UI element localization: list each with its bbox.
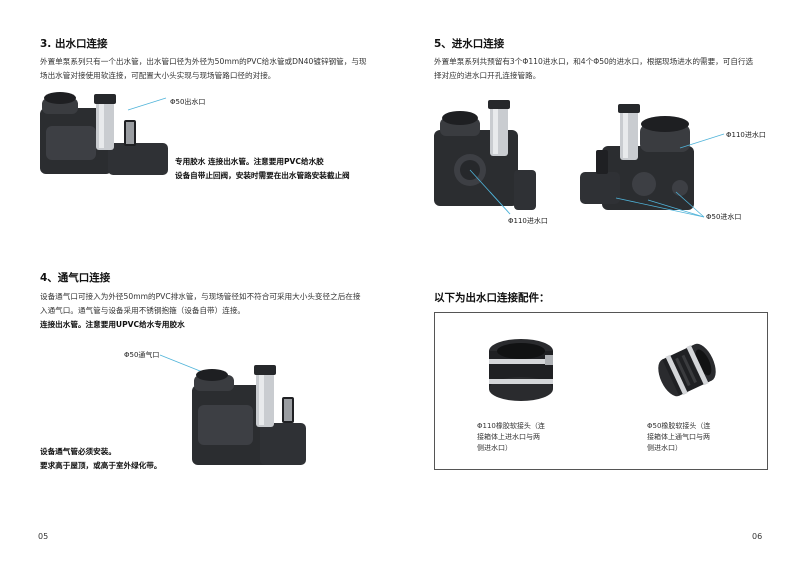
pump-image-outlet [38,88,173,180]
caption-line: 接箱体上进水口与两 [477,433,540,441]
inlet50-label-right: Φ50进水口 [706,213,742,221]
section4-note: 要求高于屋顶，或高于室外绿化带。 [40,461,162,470]
caption-line: Φ50橡胶软接头（连 [647,422,711,430]
outlet-callout-label: Φ50出水口 [170,98,206,106]
section3-body-line: 外置单泵系列只有一个出水管，出水管口径为外径为50mm的PVC给水管或DN40镀… [40,57,367,66]
rubber-coupling-50-image [647,337,727,403]
inlet110-label-left: Φ110进水口 [508,217,548,225]
section3-body-line: 场出水管对接使用软连接，可配置大小头实现与现场管路口径的对接。 [40,71,276,80]
section4-note: 设备通气管必须安装。 [40,447,116,456]
page-number-right: 06 [752,532,763,541]
caption-50: Φ50橡胶软接头（连 接箱体上通气口与两 侧进水口） [647,421,757,454]
section5-body-line: 外置单泵系列共预留有3个Φ110进水口，和4个Φ50的进水口，根据现场进水的需要… [434,57,754,66]
vent-callout-label: Φ50通气口 [124,351,160,359]
section4-body-line: 入通气口。通气管与设备采用不锈钢抱箍（设备自带）连接。 [40,306,246,315]
section3-notes: 专用胶水 连接出水管。注意要用PVC给水胶 设备自带止回阀，安装时需要在出水管路… [175,155,395,183]
caption-line: 侧进水口） [477,444,512,452]
pump-image-inlet-right [580,100,700,220]
caption-line: 接箱体上通气口与两 [647,433,710,441]
caption-line: Φ110橡胶软接头（连 [477,422,545,430]
section4-body: 设备通气口可接入为外径50mm的PVC排水管，与现场管径如不符合可采用大小头变径… [40,290,385,318]
section4-body-line: 设备通气口可接入为外径50mm的PVC排水管，与现场管径如不符合可采用大小头变径… [40,292,361,301]
rubber-coupling-110-image [481,331,561,407]
section3-body: 外置单泵系列只有一个出水管，出水管口径为外径为50mm的PVC给水管或DN40镀… [40,55,380,83]
section4-notes: 设备通气管必须安装。 要求高于屋顶，或高于室外绿化带。 [40,445,240,473]
page-number-left: 05 [38,532,49,541]
section4-title: 4、通气口连接 [40,272,111,284]
pump-image-inlet-left [430,100,540,220]
section5-body: 外置单泵系列共预留有3个Φ110进水口，和4个Φ50的进水口，根据现场进水的需要… [434,55,774,83]
accessories-box: Φ110橡胶软接头（连 接箱体上进水口与两 侧进水口） Φ50橡胶软接头（连 接… [434,312,768,470]
caption-line: 侧进水口） [647,444,682,452]
section5-body-line: 择对应的进水口开孔连接管路。 [434,71,541,80]
section5-title: 5、进水口连接 [434,38,505,50]
section3-note: 设备自带止回阀，安装时需要在出水管路安装截止阀 [175,171,350,180]
inlet110-label-right: Φ110进水口 [726,131,766,139]
section4-bold-line: 连接出水管。注意要用UPVC给水专用胶水 [40,320,185,329]
accessories-title: 以下为出水口连接配件： [434,292,550,304]
pump-image-vent [159,354,310,470]
caption-110: Φ110橡胶软接头（连 接箱体上进水口与两 侧进水口） [477,421,587,454]
section3-note: 专用胶水 连接出水管。注意要用PVC给水胶 [175,157,324,166]
section3-title: 3. 出水口连接 [40,38,108,50]
